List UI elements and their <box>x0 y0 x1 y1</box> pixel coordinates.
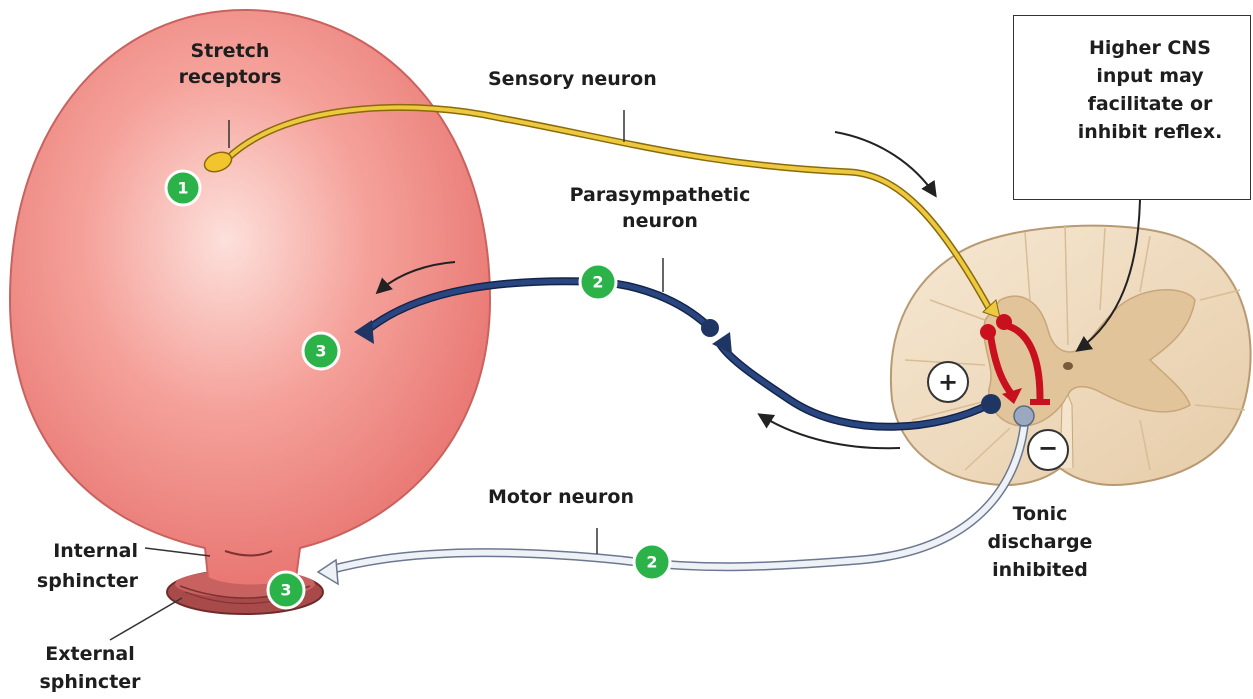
excitatory-sign: + <box>928 362 968 402</box>
step-badge-2-motor: 2 <box>634 544 670 580</box>
step-badge-3-bladder: 3 <box>303 333 339 369</box>
step-badge-2-parasympathetic: 2 <box>580 264 616 300</box>
step-badge-3-sphincter: 3 <box>268 572 304 608</box>
svg-text:−: − <box>1038 434 1058 462</box>
inhibitory-sign: − <box>1028 430 1068 470</box>
step-badge-1: 1 <box>166 171 200 205</box>
sensory-neuron-label: Sensory neuron <box>488 66 657 92</box>
internal-sphincter-leader <box>145 548 210 556</box>
higher-cns-label: Higher CNS input may facilitate or inhib… <box>1040 34 1253 146</box>
parasympathetic-neuron-label: Parasympathetic neuron <box>550 182 770 234</box>
internal-sphincter-label: Internal sphincter <box>10 536 138 596</box>
svg-text:2: 2 <box>646 553 657 572</box>
svg-text:1: 1 <box>177 179 188 198</box>
svg-text:3: 3 <box>280 581 291 600</box>
stretch-receptors-label: Stretch receptors <box>170 38 290 90</box>
svg-text:2: 2 <box>592 273 603 292</box>
external-sphincter-label: External sphincter <box>20 640 160 696</box>
tonic-discharge-label: Tonic discharge inhibited <box>960 500 1120 584</box>
bladder <box>10 10 490 586</box>
svg-text:3: 3 <box>315 342 326 361</box>
spinal-cord <box>891 225 1251 485</box>
external-sphincter-leader <box>110 598 182 640</box>
motor-neuron-label: Motor neuron <box>488 484 634 510</box>
svg-text:+: + <box>938 368 958 396</box>
